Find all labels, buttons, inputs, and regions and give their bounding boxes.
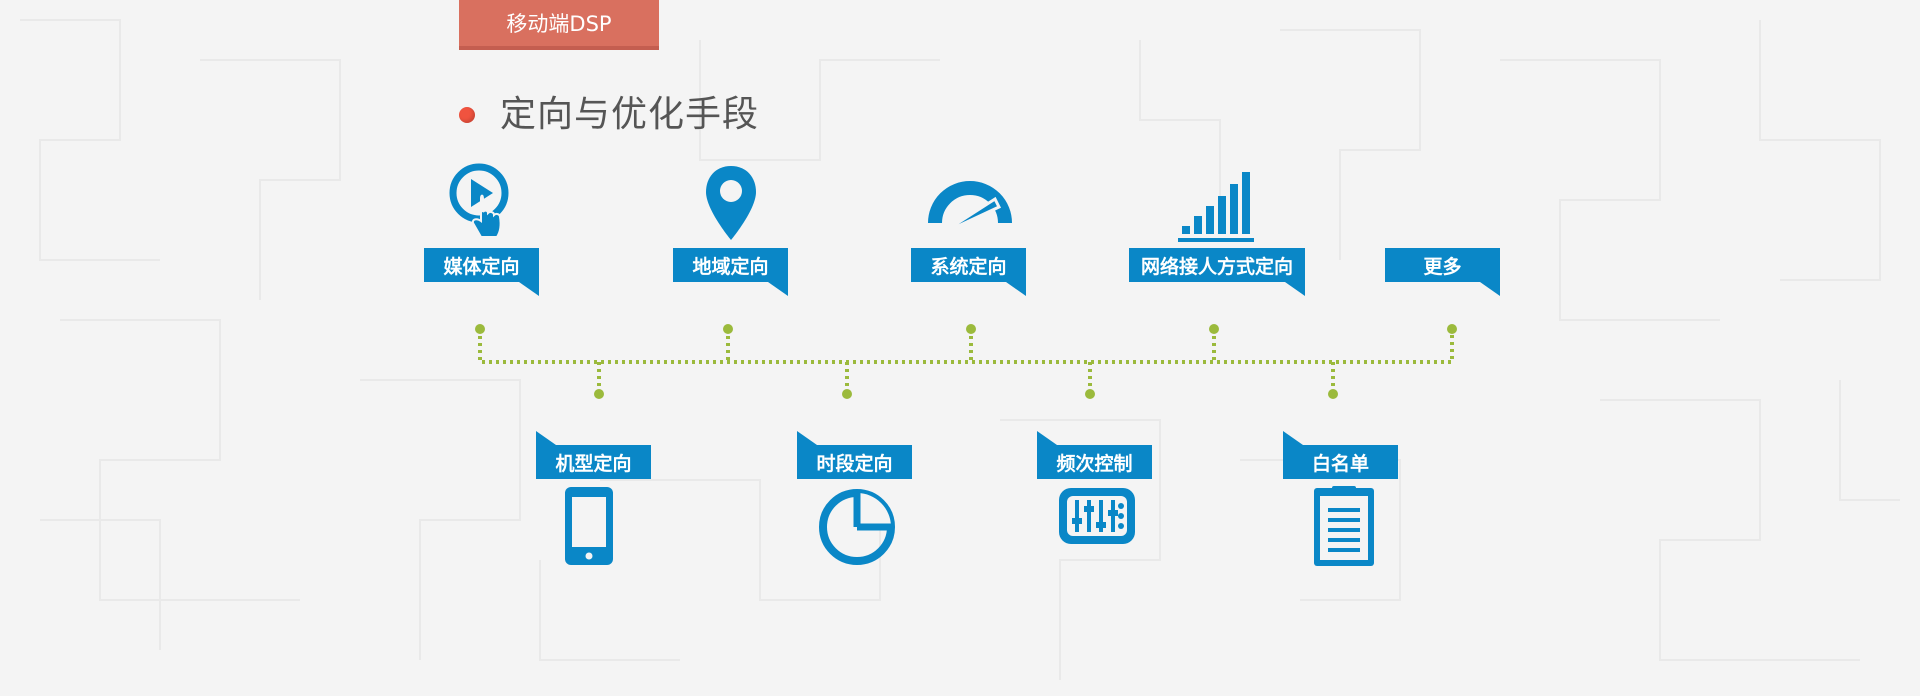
phone-icon	[545, 483, 635, 573]
map-pin-icon	[686, 160, 776, 250]
tag-flag	[519, 282, 539, 296]
tag-flag	[1285, 282, 1305, 296]
tag-flag	[1283, 431, 1303, 445]
tag-flag	[797, 431, 817, 445]
tag-device-targeting: 机型定向	[536, 445, 651, 479]
bullet-dot	[459, 107, 475, 123]
touch-play-icon	[435, 155, 525, 245]
signal-bars-icon	[1170, 160, 1260, 250]
clipboard-icon	[1298, 482, 1388, 572]
tag-whitelist: 白名单	[1283, 445, 1398, 479]
tag-flag	[536, 431, 556, 445]
sliders-icon	[1053, 478, 1143, 568]
tag-flag	[1006, 282, 1026, 296]
tag-more: 更多	[1385, 248, 1500, 282]
page-title: 定向与优化手段	[500, 94, 760, 135]
app-tab[interactable]: 移动端DSP	[459, 0, 659, 50]
gauge-icon	[925, 165, 1015, 255]
tag-flag	[768, 282, 788, 296]
tag-flag	[1037, 431, 1057, 445]
tag-frequency-control: 频次控制	[1037, 445, 1152, 479]
tag-flag	[1480, 282, 1500, 296]
tag-network-targeting: 网络接人方式定向	[1129, 248, 1305, 282]
tag-system-targeting: 系统定向	[911, 248, 1026, 282]
tag-region-targeting: 地域定向	[673, 248, 788, 282]
tag-media-targeting: 媒体定向	[424, 248, 539, 282]
tag-time-targeting: 时段定向	[797, 445, 912, 479]
pie-clock-icon	[812, 482, 902, 572]
